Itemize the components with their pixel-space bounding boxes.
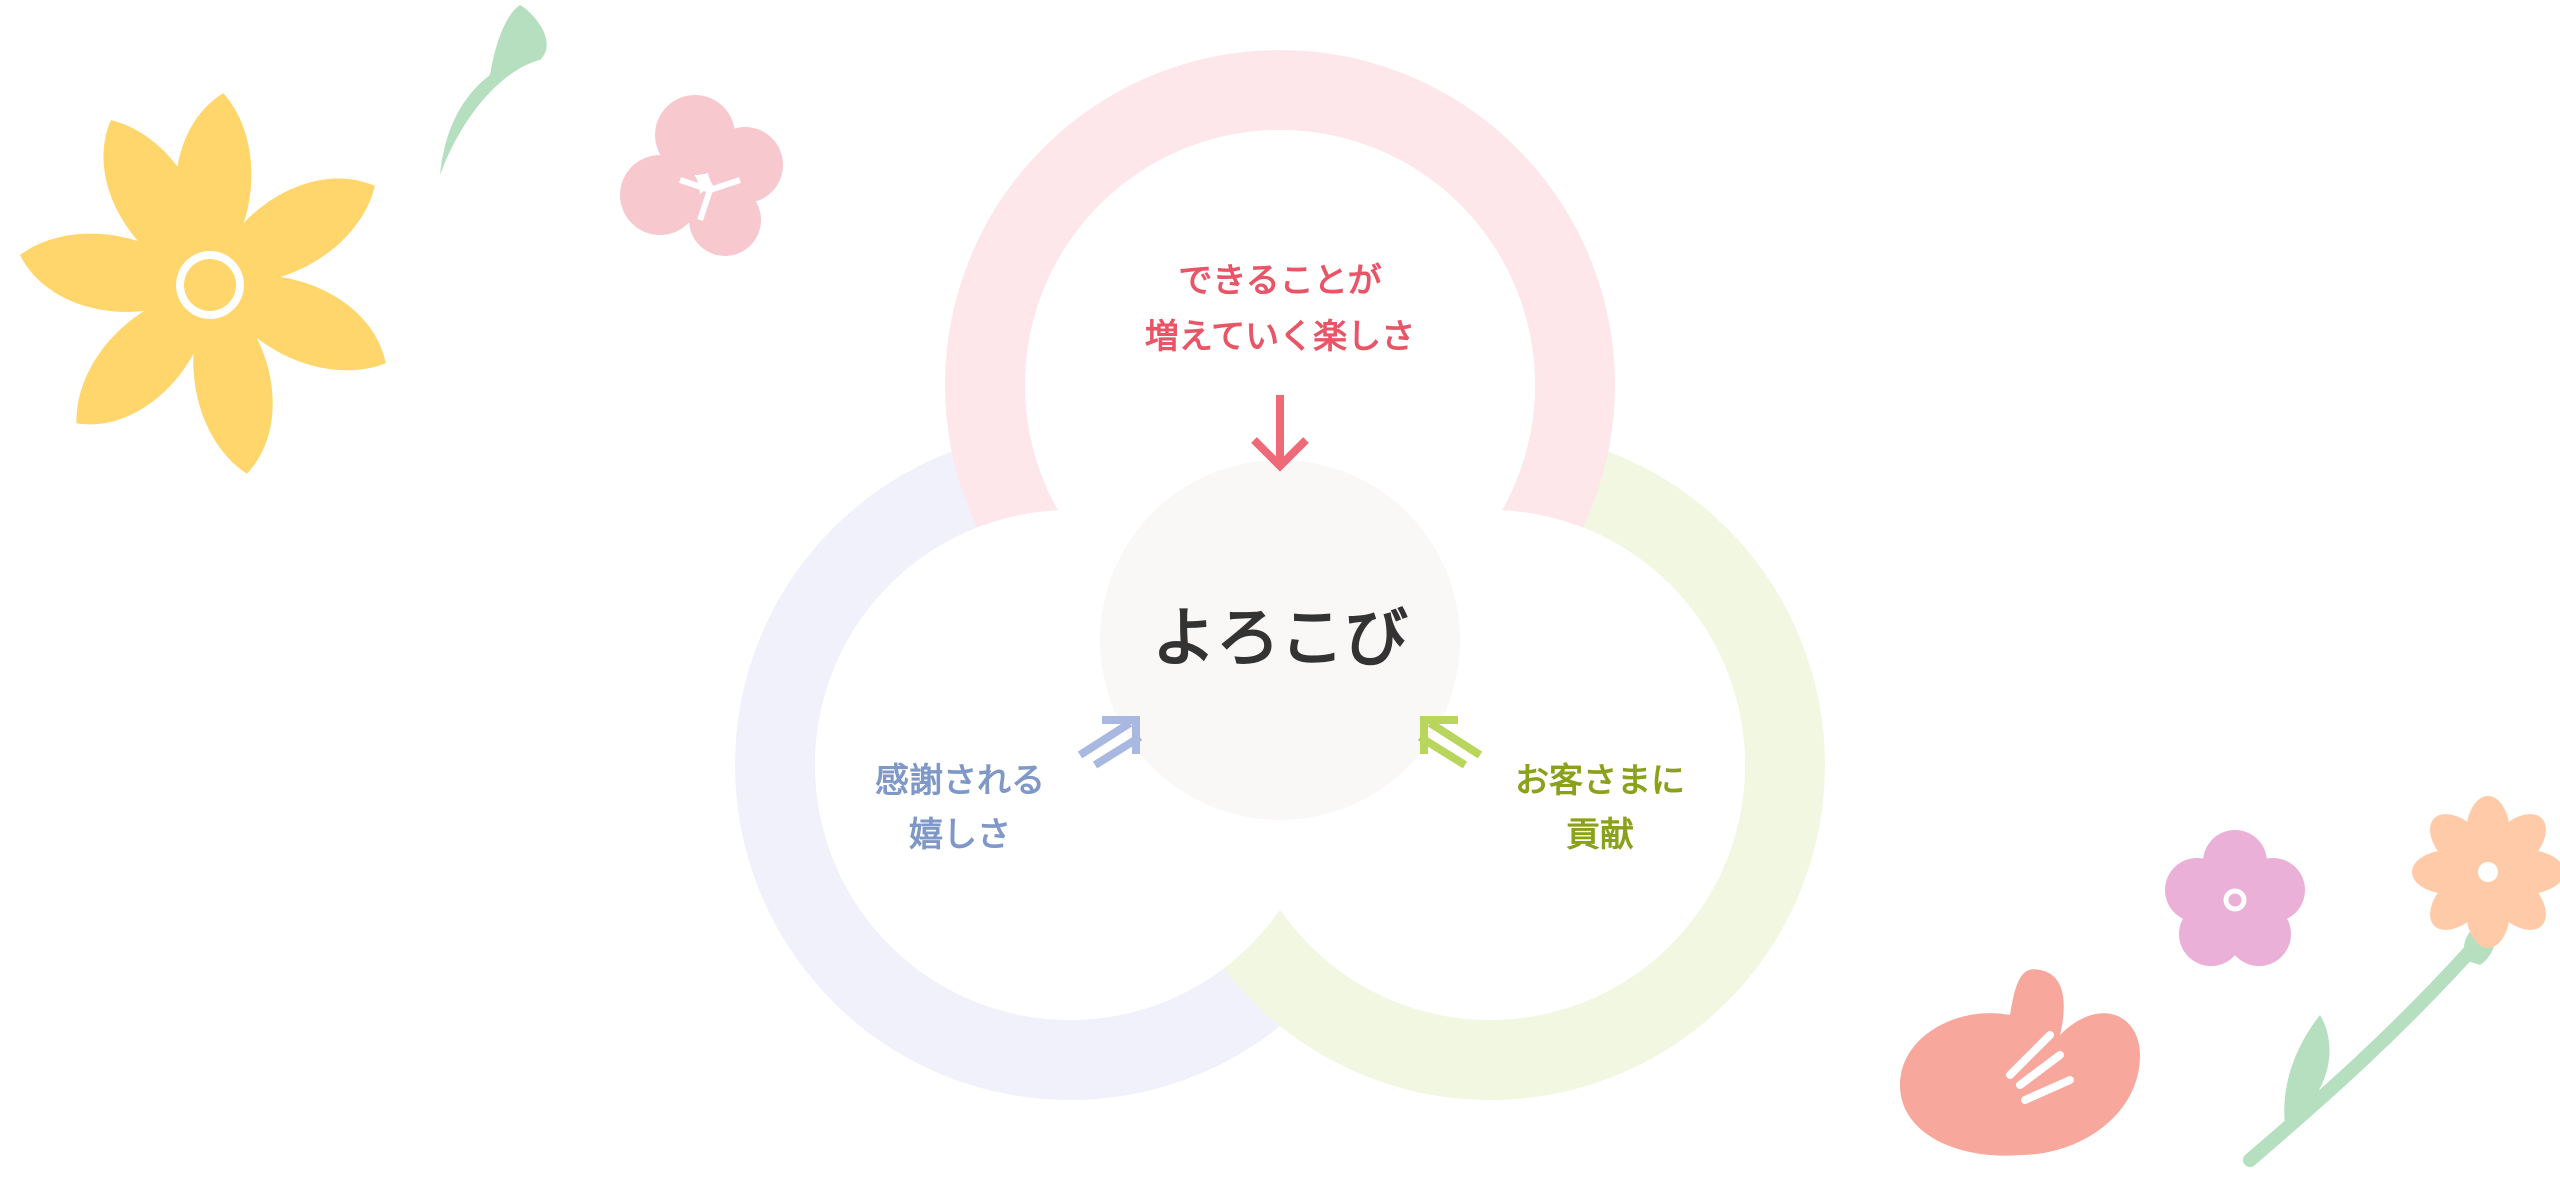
left-label-line-1: 感謝される: [875, 761, 1045, 801]
yellow-petal: [20, 233, 188, 312]
center-circle: [1100, 460, 1460, 820]
arrow-left: [1077, 716, 1143, 769]
pink-flower-detail: [679, 177, 741, 221]
pink-flower-icon: [620, 95, 783, 256]
yellow-petal: [103, 120, 210, 276]
yellow-petal: [76, 294, 208, 425]
magenta-flower-icon: [2165, 830, 2305, 966]
salmon-flower-detail: [2006, 1031, 2074, 1104]
stem-leaf-icon: [2284, 1015, 2330, 1125]
yellow-flower-icon: [20, 93, 386, 474]
center-label: よろこび: [1152, 602, 1408, 676]
left-label-line-2: 嬉しさ: [909, 815, 1011, 855]
yellow-petal: [219, 178, 375, 285]
yellow-petal: [193, 301, 273, 474]
pink-petal: [689, 184, 761, 256]
right-label-line-2: 貢献: [1566, 815, 1634, 855]
peach-petal: [2430, 814, 2493, 877]
pink-petal: [620, 155, 700, 235]
top-label-line-2: 増えていく楽しさ: [1145, 317, 1415, 357]
stem-icon: [2243, 933, 2487, 1167]
yellow-petal: [228, 275, 386, 371]
green-leaf-icon: [440, 5, 547, 175]
peach-flower-center: [2478, 862, 2498, 882]
yellow-flower-center: [184, 259, 236, 311]
magenta-flower-center: [2195, 860, 2275, 940]
ring-top-inner: [1025, 130, 1535, 640]
magenta-flower-eye: [2223, 888, 2247, 912]
arrow-right: [1417, 716, 1483, 769]
salmon-flower-icon: [1900, 969, 2140, 1156]
peach-flower-icon: [2412, 796, 2560, 948]
arrow-top: [1251, 395, 1309, 472]
top-label-line-1: できることが: [1178, 261, 1381, 301]
right-label-line-1: お客さまに: [1515, 761, 1685, 801]
